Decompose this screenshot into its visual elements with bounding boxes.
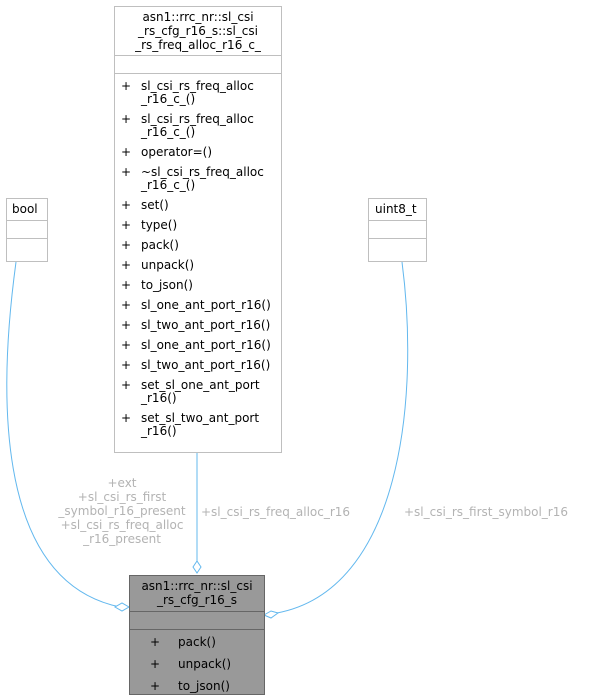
method-item: +sl_two_ant_port_r16()	[121, 318, 271, 332]
method-item: +sl_csi_rs_freq_alloc _r16_c_()	[121, 112, 254, 139]
method-item: +set()	[121, 198, 169, 212]
attributes-section	[115, 55, 281, 73]
edge-label-uint8: +sl_csi_rs_first_symbol_r16	[404, 505, 568, 519]
edge-label-freq-alloc: +sl_csi_rs_freq_alloc_r16	[201, 505, 351, 519]
method-item: +unpack()	[150, 657, 232, 671]
method-item: +operator=()	[121, 145, 213, 159]
method-item: +pack()	[121, 238, 179, 252]
class-name-line: _rs_cfg_r16_s::sl_csi	[138, 24, 258, 38]
class-name: uint8_t	[375, 202, 417, 216]
class-sl-csi-rs-freq-alloc-r16-c: asn1::rrc_nr::sl_csi _rs_cfg_r16_s::sl_c…	[114, 6, 282, 453]
methods-section	[7, 238, 47, 260]
method-item: +to_json()	[150, 679, 230, 693]
method-item: +type()	[121, 218, 178, 232]
class-title: bool	[7, 199, 47, 220]
method-item: +sl_csi_rs_freq_alloc _r16_c_()	[121, 79, 254, 106]
class-uint8-t: uint8_t	[368, 198, 427, 262]
edge-freq-alloc-diamond	[192, 560, 202, 574]
method-item: +sl_one_ant_port_r16()	[121, 338, 271, 352]
method-item: +sl_one_ant_port_r16()	[121, 298, 271, 312]
class-name-line: _rs_freq_alloc_r16_c_	[135, 38, 261, 52]
method-item: +unpack()	[121, 258, 195, 272]
class-title: asn1::rrc_nr::sl_csi _rs_cfg_r16_s	[130, 576, 264, 611]
class-name-line: asn1::rrc_nr::sl_csi	[141, 579, 253, 593]
methods-section: +sl_csi_rs_freq_alloc _r16_c_() +sl_csi_…	[115, 73, 281, 438]
class-name-line: asn1::rrc_nr::sl_csi	[142, 10, 254, 24]
edge-uint8-diamond	[262, 610, 280, 619]
method-item: +set_sl_two_ant_port _r16()	[121, 411, 260, 438]
methods-section: +pack() +unpack() +to_json()	[130, 629, 264, 693]
class-name-line: _rs_cfg_r16_s	[156, 593, 238, 607]
method-item: +to_json()	[121, 278, 193, 292]
method-item: +sl_two_ant_port_r16()	[121, 358, 271, 372]
class-title: asn1::rrc_nr::sl_csi _rs_cfg_r16_s::sl_c…	[115, 7, 281, 55]
attributes-section	[7, 220, 47, 238]
edge-uint8-to-main	[276, 261, 409, 614]
edge-label-bool: +ext +sl_csi_rs_first _symbol_r16_presen…	[58, 476, 186, 546]
method-item: +~sl_csi_rs_freq_alloc _r16_c_()	[121, 165, 264, 192]
edge-bool-diamond	[113, 602, 131, 612]
method-item: +pack()	[150, 635, 216, 649]
class-bool: bool	[6, 198, 48, 262]
edge-bool-to-main	[6, 261, 121, 608]
methods-section	[369, 238, 426, 260]
method-item: +set_sl_one_ant_port _r16()	[121, 378, 260, 405]
class-name: bool	[12, 202, 38, 216]
class-title: uint8_t	[369, 199, 426, 220]
attributes-section	[369, 220, 426, 238]
class-sl-csi-rs-cfg-r16-s: asn1::rrc_nr::sl_csi _rs_cfg_r16_s +pack…	[129, 575, 265, 695]
attributes-section	[130, 611, 264, 629]
